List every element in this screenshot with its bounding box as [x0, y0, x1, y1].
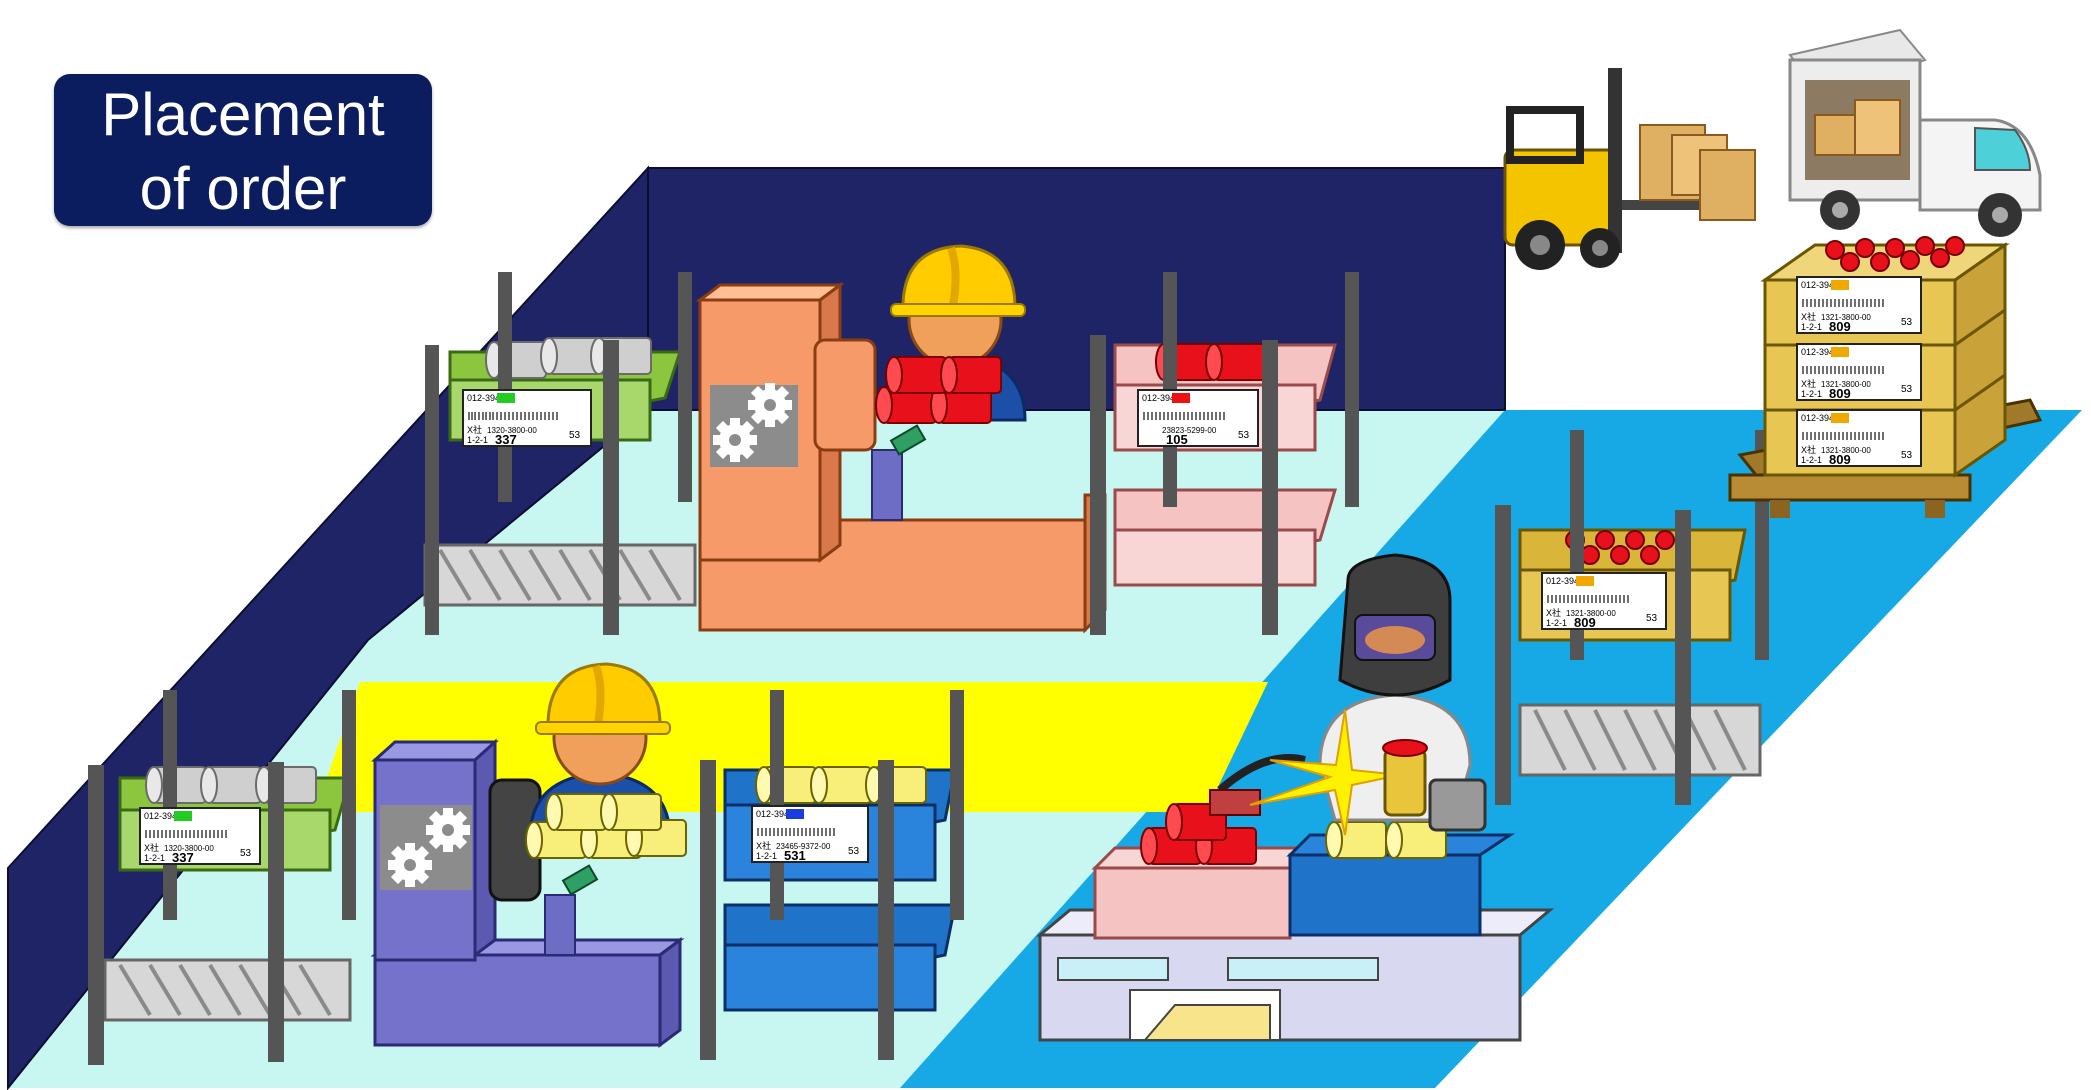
kanban-card-icon: 012-394 X社 1321-3800-00 1-2-1 809 53 — [1797, 277, 1921, 334]
kanban-lot: 53 — [1901, 317, 1913, 328]
kanban-maker: X社 — [144, 842, 159, 853]
kanban-qty: 809 — [1574, 615, 1596, 630]
kanban-card-icon: 012-394 X社 1321-3800-00 1-2-1 809 53 — [1797, 410, 1921, 467]
kanban-qty: 105 — [1166, 432, 1188, 447]
kanban-header: 012-394 — [1546, 576, 1579, 586]
kanban-maker: X社 — [1546, 607, 1561, 618]
kanban-header: 012-394 — [144, 811, 177, 821]
kanban-maker: X社 — [1801, 311, 1816, 322]
kanban-lot: 53 — [1238, 430, 1250, 441]
kanban-header: 012-394 — [1801, 413, 1834, 423]
kanban-qty: 337 — [495, 432, 517, 447]
kanban-card-icon: 012-394 X社 1320-3800-00 1-2-1 337 53 — [463, 390, 591, 447]
kanban-lot: 53 — [848, 846, 860, 857]
kanban-address: 1-2-1 — [1546, 618, 1567, 628]
kanban-maker: X社 — [1801, 444, 1816, 455]
kanban-header: 012-394 — [756, 809, 789, 819]
kanban-header: 012-394 — [1142, 393, 1175, 403]
kanban-maker: X社 — [756, 840, 771, 851]
kanban-address: 1-2-1 — [467, 435, 488, 445]
red-parts-chuck — [876, 357, 1001, 423]
kanban-address: 1-2-1 — [1801, 389, 1822, 399]
kanban-maker: X社 — [1801, 378, 1816, 389]
yellow-parts-chuck — [526, 794, 686, 858]
kanban-address: 1-2-1 — [1801, 322, 1822, 332]
kanban-header: 012-394 — [467, 393, 500, 403]
gear-icon — [388, 843, 432, 887]
delivery-truck-icon — [1790, 30, 2040, 237]
kanban-card-icon: 012-394 X社 1321-3800-00 1-2-1 809 53 — [1542, 573, 1666, 630]
kanban-card-icon: 012-394 23823-5299-00 105 53 — [1138, 390, 1258, 447]
kanban-lot: 53 — [1646, 613, 1658, 624]
kanban-qty: 531 — [784, 848, 806, 863]
kanban-address: 1-2-1 — [1801, 455, 1822, 465]
gear-icon — [713, 418, 757, 462]
badge-line-2: of order — [54, 154, 432, 224]
kanban-qty: 337 — [172, 850, 194, 865]
kanban-card-icon: 012-394 X社 1321-3800-00 1-2-1 809 53 — [1797, 344, 1921, 401]
kanban-lot: 53 — [1901, 384, 1913, 395]
forklift-icon — [1505, 68, 1755, 270]
kanban-header: 012-394 — [1801, 280, 1834, 290]
kanban-lot: 53 — [1901, 450, 1913, 461]
gear-icon — [748, 383, 792, 427]
kanban-qty: 809 — [1829, 319, 1851, 334]
kanban-address: 1-2-1 — [144, 853, 165, 863]
kanban-header: 012-394 — [1801, 347, 1834, 357]
kanban-card-icon: 012-394 X社 23465-9372-00 1-2-1 531 53 — [752, 806, 868, 863]
kanban-lot: 53 — [569, 430, 581, 441]
kanban-maker: X社 — [467, 424, 482, 435]
kanban-lot: 53 — [240, 848, 252, 859]
kanban-card-icon: 012-394 X社 1320-3800-00 1-2-1 337 53 — [140, 808, 260, 865]
kanban-qty: 809 — [1829, 386, 1851, 401]
kanban-address: 1-2-1 — [756, 851, 777, 861]
placement-of-order-badge: Placement of order — [54, 74, 432, 226]
gear-icon — [426, 808, 470, 852]
badge-line-1: Placement — [54, 80, 432, 150]
kanban-qty: 809 — [1829, 452, 1851, 467]
